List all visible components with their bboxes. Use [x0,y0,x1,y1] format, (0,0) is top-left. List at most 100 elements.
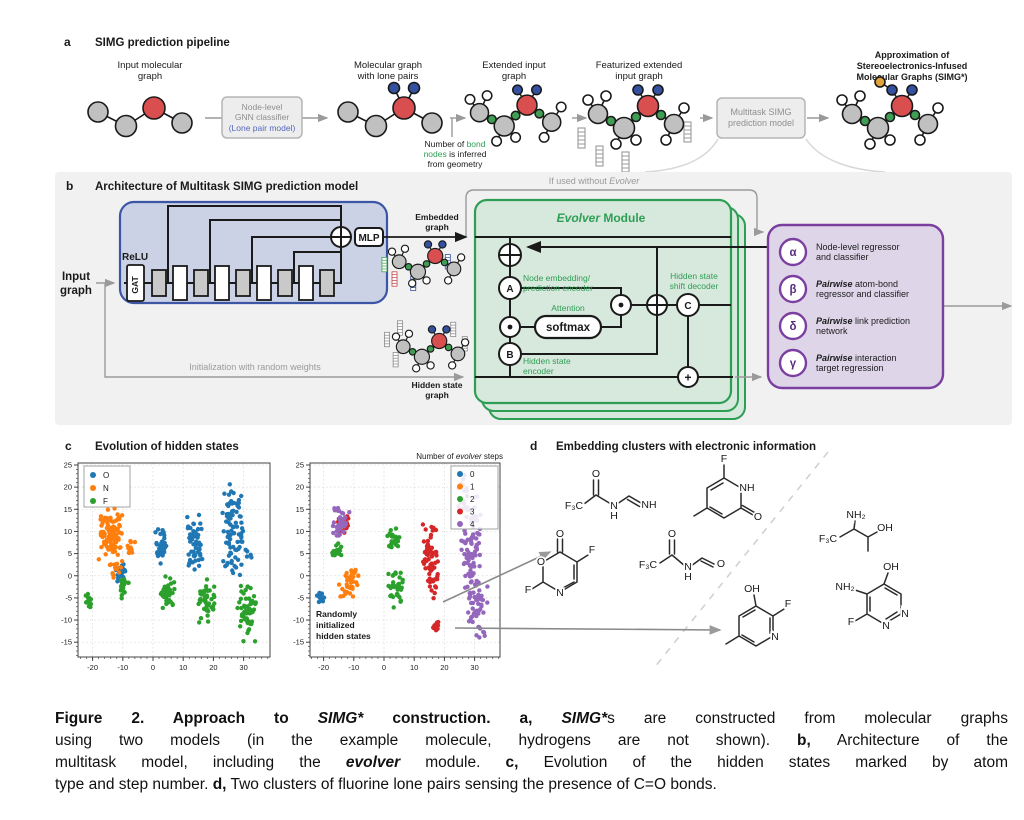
svg-text:Stereoelectronics-Infused: Stereoelectronics-Infused [857,61,968,71]
svg-text:-20: -20 [318,663,329,672]
attention-label: Attention [551,303,585,313]
svg-text:25: 25 [296,461,304,470]
hidden-state-graph [384,320,470,373]
svg-text:β: β [789,284,796,296]
softmax-box [533,314,603,340]
input-graph-label: Input [62,271,90,283]
cluster-arrow-1 [442,551,552,603]
svg-text:A: A [506,284,513,295]
svg-text:N: N [610,500,618,512]
multitask-model-box [716,97,806,139]
svg-text:network: network [816,326,848,336]
molecule-fluoropyridinol: OH F N [725,581,793,647]
svg-text:20: 20 [209,663,217,672]
init-wire [104,283,465,382]
step1-label: Input molecular [118,60,183,71]
legend-dot [90,498,96,504]
panel-a-title: SIMG prediction pipeline [95,37,230,49]
svg-text:B: B [506,350,513,361]
svg-text:nodes is inferred: nodes is inferred [424,149,487,159]
steps-legend-title: Number of evolver steps [416,452,503,461]
cluster-arrow-2 [454,625,722,635]
svg-text:hidden states: hidden states [316,631,371,641]
svg-text:GNN classifier: GNN classifier [235,112,289,122]
svg-text:Pairwise interaction: Pairwise interaction [816,353,897,363]
scatter-series-0 [314,590,327,605]
legend-dot [90,472,96,478]
random-init-annotation: Randomly initialized hidden states [316,609,371,641]
legend-dot [457,508,463,515]
step2-label: Molecular graph [354,60,422,71]
caption-line: using two models (in the example molecul… [55,732,1008,749]
svg-text:OH: OH [744,583,760,595]
scatter-series-O [113,482,254,584]
head-gamma-icon [778,348,808,378]
molecular-graph-input [87,96,193,138]
scatter-series-N [96,506,138,580]
svg-text:3: 3 [470,508,475,517]
svg-text:regressor and classifier: regressor and classifier [816,289,909,299]
svg-text:graph: graph [60,285,92,297]
svg-text:O: O [537,556,545,568]
caption-line: type and step number. d, Two clusters of… [55,776,717,793]
svg-text:Number of bond: Number of bond [425,139,486,149]
panel-a: a SIMG prediction pipeline Input molecul… [64,35,968,173]
svg-text:Node-level: Node-level [242,102,283,112]
step4-label: Featurized extended [596,60,683,71]
svg-text:Randomly: Randomly [316,609,357,619]
scatter-series-1 [336,567,361,599]
svg-text:O: O [668,528,676,540]
funnel-left [644,138,719,173]
gnn-layer-blocks [126,264,335,302]
svg-text:NH₂: NH₂ [835,581,854,593]
svg-text:NH: NH [641,499,656,511]
hidden-graph-label: Hidden state [411,380,462,390]
caption-line: Figure 2. Approach to SIMG* construction… [55,710,1008,727]
evolver-module: Evolver Module A B softmax [473,198,781,420]
svg-text:F: F [589,544,595,556]
extended-graph [464,84,567,147]
svg-text:NH₂: NH₂ [846,509,865,521]
svg-text:from geometry: from geometry [428,159,484,169]
svg-text:+: + [684,371,691,385]
svg-text:-15: -15 [293,638,304,647]
svg-text:30: 30 [470,663,478,672]
svg-text:10: 10 [179,663,187,672]
svg-text:input graph: input graph [615,71,663,82]
svg-text:softmax: softmax [546,322,591,334]
svg-text:H: H [610,510,618,522]
figure-caption: Figure 2. Approach to SIMG* construction… [55,708,1008,796]
svg-text:prediction encoder: prediction encoder [523,283,593,293]
panel-d: d Embedding clusters with electronic inf… [442,439,911,669]
molecule-aminoalcohol: NH₂ F₃C OH [817,507,895,552]
head-beta-icon [778,274,808,304]
svg-text:2: 2 [470,495,475,504]
svg-text:Node-level regressor: Node-level regressor [816,242,900,252]
svg-text:0: 0 [151,663,155,672]
svg-text:OH: OH [877,522,893,534]
svg-text:C: C [684,301,691,312]
relu-label: ReLU [122,252,148,263]
decoder-label: Hidden state [670,271,718,281]
prediction-heads-box: α Node-level regressor and classifier β … [766,223,945,390]
panel-b-label: b [66,179,73,193]
encoder-b-node [498,342,522,366]
svg-text:N: N [901,608,909,620]
svg-text:γ: γ [790,358,797,370]
svg-text:F: F [848,616,854,628]
cluster-divider-line [653,451,829,669]
molecule-fluoropyridinone: F NH O [693,451,764,525]
svg-text:encoder: encoder [523,366,554,376]
svg-text:O: O [754,511,762,523]
enc1-label: Node embedding/ [523,273,591,283]
svg-text:F₃C: F₃C [819,533,838,545]
svg-text:10: 10 [410,663,418,672]
svg-text:α: α [789,247,796,259]
svg-text:F: F [103,497,108,506]
svg-text:-5: -5 [65,593,72,602]
gat-label: GAT [130,276,140,294]
step5-label: Approximation of [875,50,950,60]
svg-text:20: 20 [296,483,304,492]
svg-text:(Lone pair model): (Lone pair model) [229,123,296,133]
